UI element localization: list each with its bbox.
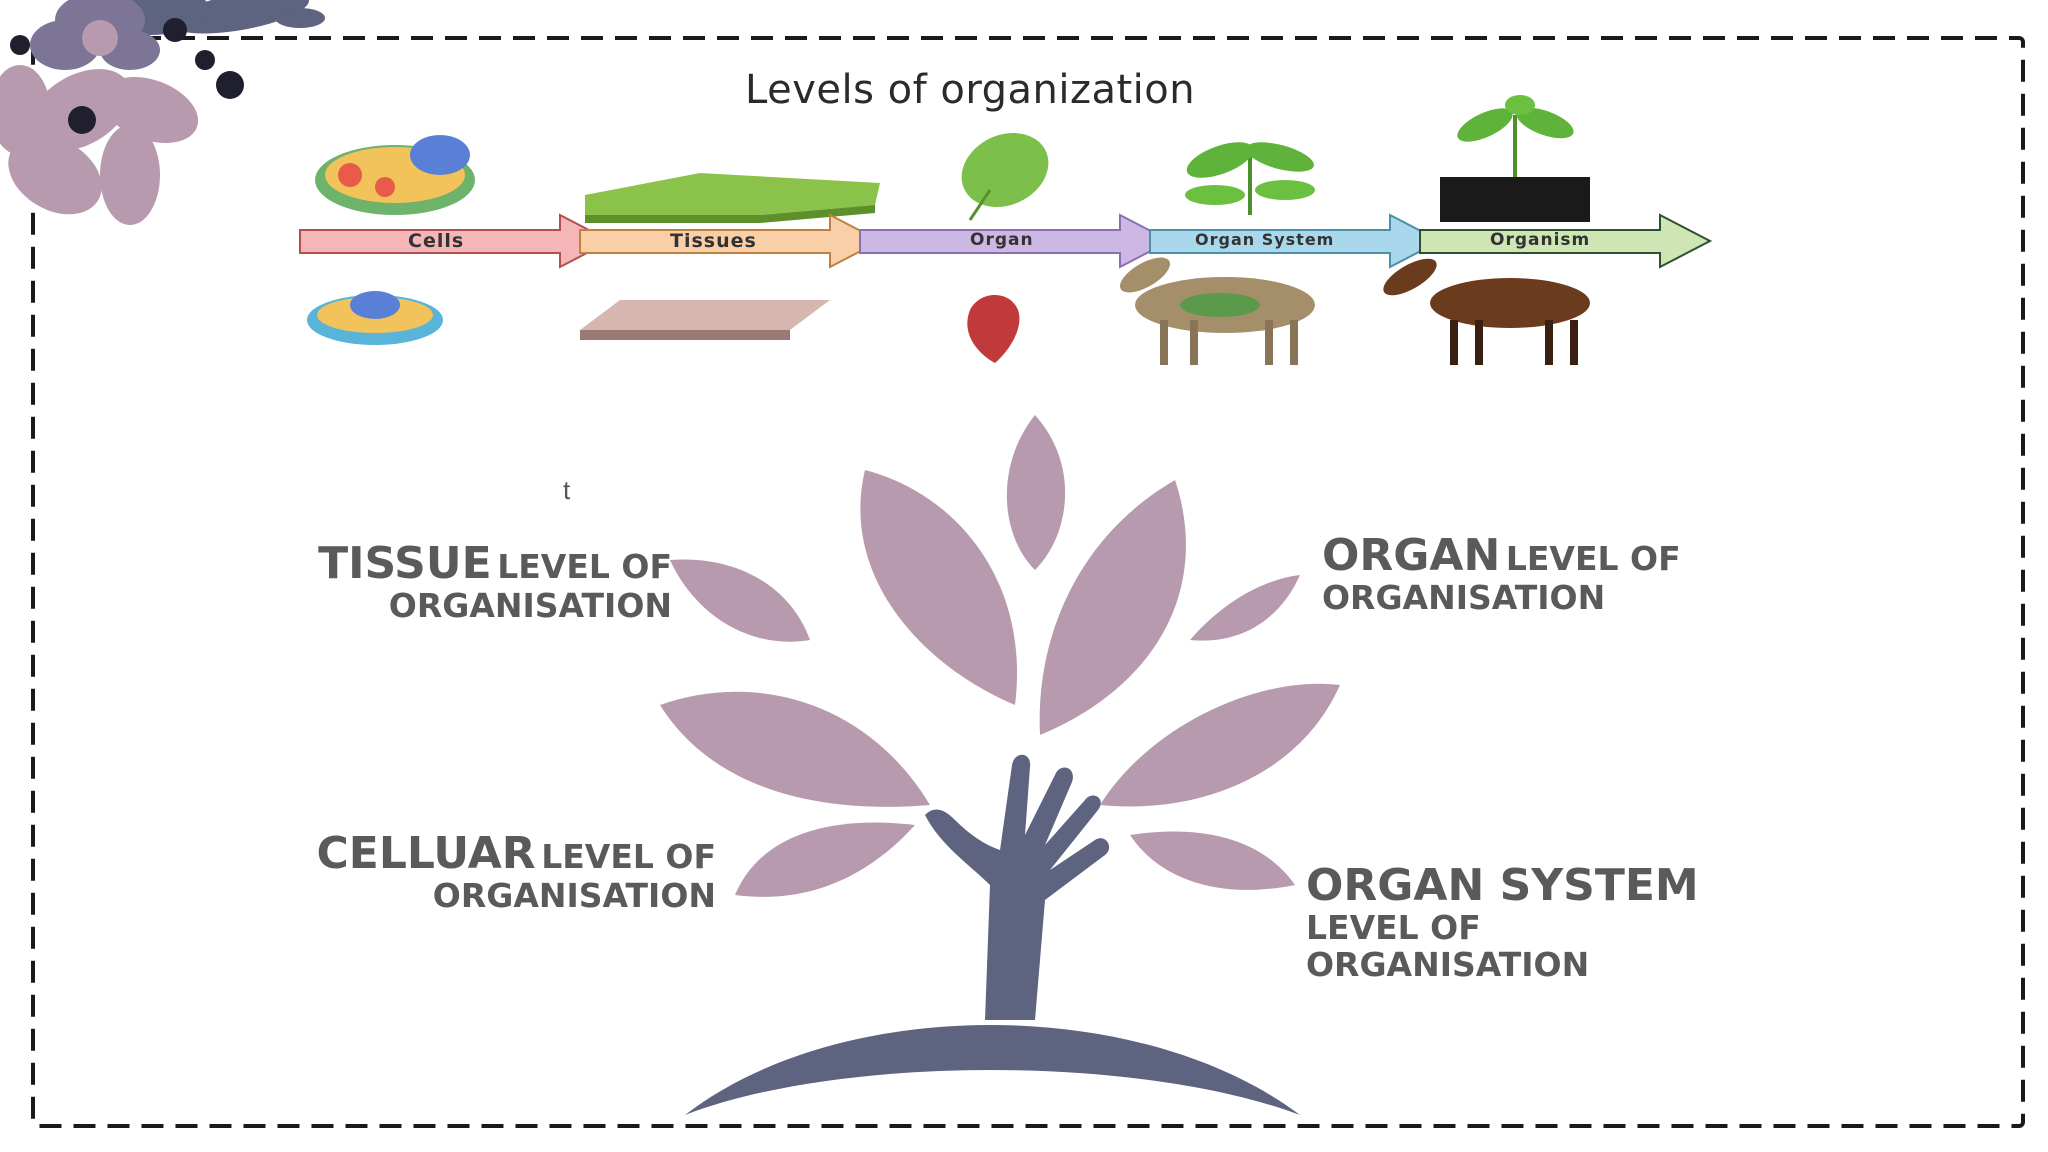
- tissue-level-line2: ORGANISATION: [388, 586, 672, 626]
- cellular-level-suffix: LEVEL OF: [541, 837, 716, 876]
- organ-system-level-line3: ORGANISATION: [1306, 944, 1590, 984]
- organ-level-label: ORGAN LEVEL OF ORGANISATION: [1322, 530, 1681, 618]
- cellular-level-line2: ORGANISATION: [432, 876, 716, 916]
- arrow-label-organ: Organ: [970, 230, 1034, 250]
- flower-decoration-icon: [0, 0, 325, 225]
- horse-icon: [1383, 258, 1590, 365]
- heart-icon: [967, 295, 1020, 363]
- tissue-level-suffix: LEVEL OF: [497, 547, 672, 586]
- cellular-level-title: CELLUAR: [316, 828, 536, 879]
- organ-system-level-line2: LEVEL OF: [1306, 908, 1481, 948]
- tissue-level-title: TISSUE: [318, 538, 492, 589]
- organ-level-title: ORGAN: [1322, 530, 1501, 581]
- levels-of-organization-figure: Levels of organization: [290, 55, 1740, 375]
- leaf-cluster: [660, 415, 1340, 897]
- arrow-label-organism: Organism: [1490, 230, 1591, 250]
- potted-plant-icon: [1440, 95, 1590, 222]
- cellular-level-label: CELLUAR LEVEL OF ORGANISATION: [316, 828, 716, 916]
- organ-system-level-title: ORGAN SYSTEM: [1306, 860, 1699, 911]
- figure-title: Levels of organization: [745, 67, 1196, 113]
- arrow-label-tissues: Tissues: [670, 230, 757, 252]
- horse-anatomy-icon: [1120, 257, 1315, 365]
- arrow-label-organ-system: Organ System: [1195, 230, 1335, 249]
- stray-text: t: [563, 475, 571, 505]
- organ-system-level-label: ORGAN SYSTEM LEVEL OF ORGANISATION: [1306, 860, 1699, 984]
- hand-trunk: [685, 754, 1300, 1115]
- figure-illustration: [299, 95, 1713, 365]
- arrow-label-cells: Cells: [408, 230, 465, 252]
- leaf-icon: [961, 133, 1049, 221]
- tissue-level-label: TISSUE LEVEL OF ORGANISATION: [318, 538, 672, 626]
- organ-level-suffix: LEVEL OF: [1505, 539, 1681, 578]
- animal-cell-icon: [307, 291, 443, 345]
- hand-tree-illustration: [660, 415, 1340, 1115]
- muscle-tissue-icon: [580, 300, 830, 340]
- organ-level-line2: ORGANISATION: [1322, 578, 1606, 618]
- tissue-icon: [585, 173, 880, 223]
- cell-icon: [315, 135, 475, 215]
- plant-icon: [1185, 142, 1315, 215]
- arrow-row: [299, 213, 1713, 269]
